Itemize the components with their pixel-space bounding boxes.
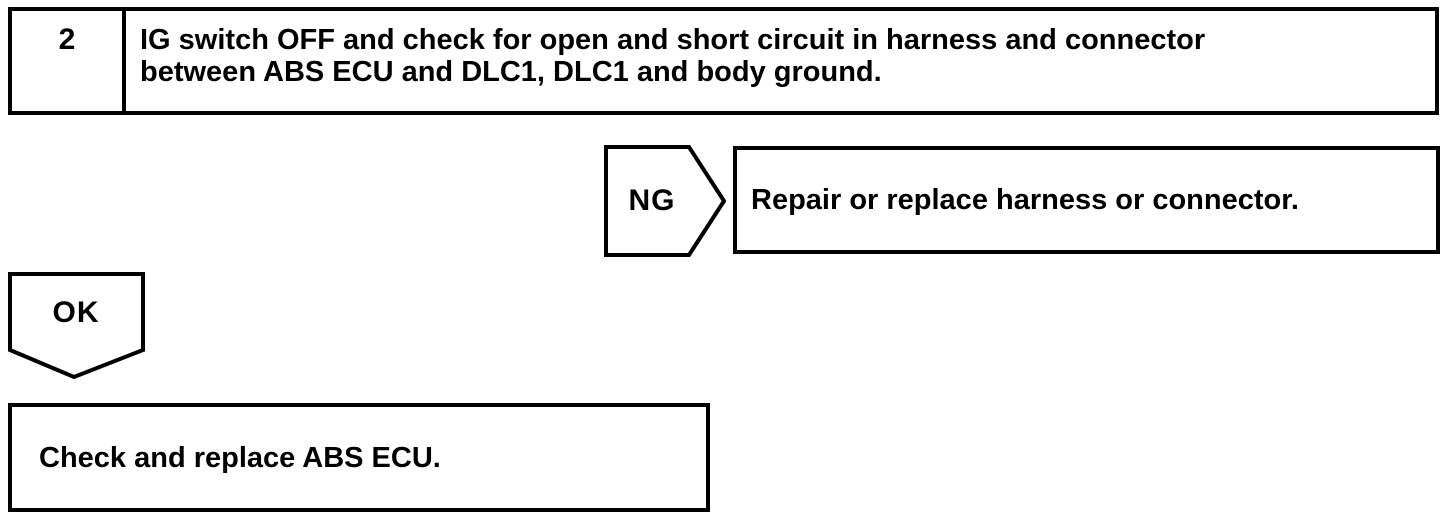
ok-action-box: Check and replace ABS ECU. [8,403,710,512]
ok-action-text: Check and replace ABS ECU. [39,441,441,474]
step-box: 2 IG switch OFF and check for open and s… [8,7,1439,115]
step-number-cell: 2 [12,11,126,111]
ng-action-box: Repair or replace harness or connector. [733,146,1440,254]
ng-label: NG [628,184,676,217]
ng-arrow-shape: NG [604,145,726,257]
step-instruction-line-2: between ABS ECU and DLC1, DLC1 and body … [140,56,882,88]
step-instruction: IG switch OFF and check for open and sho… [126,11,1215,111]
ng-arrow-icon [604,145,726,257]
ok-arrow-shape: OK [8,272,145,380]
ok-arrow-icon [8,272,145,380]
step-instruction-line-1: IG switch OFF and check for open and sho… [140,24,1206,56]
ok-label: OK [52,296,100,329]
step-number: 2 [58,23,76,56]
ng-action-text: Repair or replace harness or connector. [751,184,1299,216]
